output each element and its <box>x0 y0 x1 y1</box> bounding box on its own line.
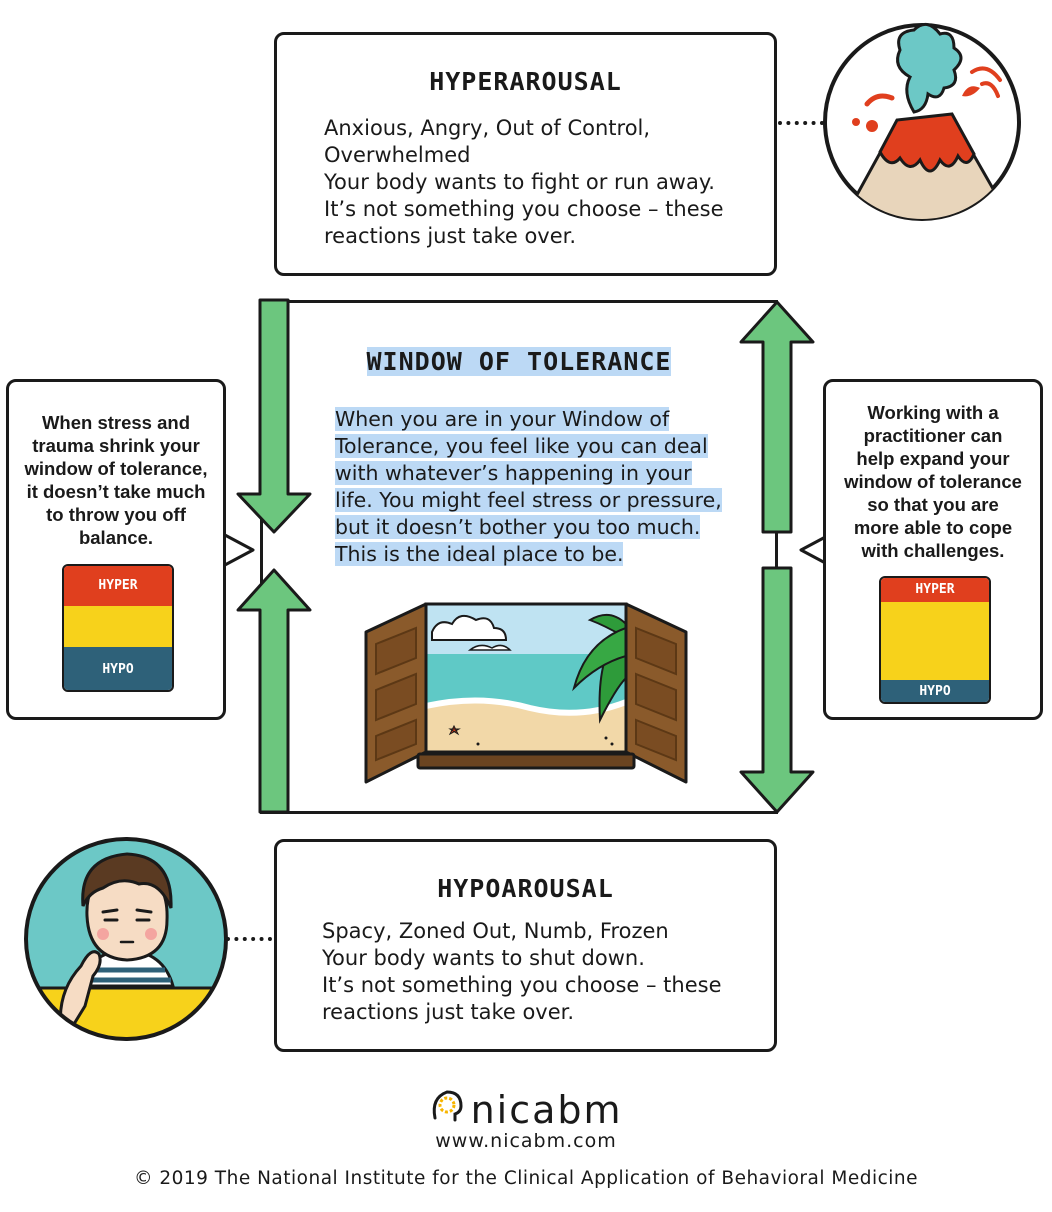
text-line: trauma shrink your <box>32 435 200 456</box>
hyperarousal-box: HYPERAROUSAL Anxious, Angry, Out of Cont… <box>274 32 777 276</box>
text-line: to throw you off <box>46 504 186 525</box>
copyright-text: © 2019 The National Institute for the Cl… <box>133 1168 919 1189</box>
text-line: with whatever’s happening in your <box>335 460 722 487</box>
window-title-text: WINDOW OF TOLERANCE <box>366 347 672 376</box>
hyperarousal-text: Anxious, Angry, Out of Control, Overwhel… <box>324 115 724 250</box>
left-note-box: When stress and trauma shrink your windo… <box>6 379 226 720</box>
meter-hyper-label: HYPER <box>98 578 138 593</box>
arrow-up-icon <box>236 568 312 814</box>
text-line: reactions just take over. <box>324 224 577 248</box>
nicabm-logo-icon <box>433 1090 463 1122</box>
text-line: Spacy, Zoned Out, Numb, Frozen <box>322 919 669 943</box>
text-line: Your body wants to fight or run away. <box>324 170 715 194</box>
hypoarousal-box: HYPOAROUSAL Spacy, Zoned Out, Numb, Froz… <box>274 839 777 1052</box>
text-line: balance. <box>78 527 154 548</box>
meter-hypo-segment: HYPO <box>881 680 989 702</box>
text-line: with challenges. <box>861 540 1005 561</box>
text-line: so that you are <box>867 494 999 515</box>
volcano-connector <box>778 121 824 125</box>
text-line: Working with a <box>867 402 999 423</box>
narrow-window-meter: HYPER HYPO <box>62 564 174 692</box>
arrow-up-icon <box>739 300 815 534</box>
text-line: practitioner can <box>863 425 1003 446</box>
left-note-text: When stress and trauma shrink your windo… <box>9 411 223 549</box>
text-line-content: life. You might feel stress or pressure, <box>335 488 722 512</box>
hyperarousal-title: HYPERAROUSAL <box>429 67 622 96</box>
text-line: It’s not something you choose – these <box>324 197 724 221</box>
text-line-content: with whatever’s happening in your <box>335 461 692 485</box>
meter-hypo-segment: HYPO <box>64 647 172 690</box>
text-line: reactions just take over. <box>322 1000 575 1024</box>
text-line-content: Tolerance, you feel like you can deal <box>335 434 708 458</box>
right-note-text: Working with a practitioner can help exp… <box>826 401 1040 562</box>
hypoarousal-text: Spacy, Zoned Out, Numb, Frozen Your body… <box>322 918 722 1026</box>
window-of-tolerance-text: When you are in your Window of Tolerance… <box>335 406 722 568</box>
meter-window-segment <box>881 602 989 680</box>
brand-name: nicabm <box>470 1088 623 1132</box>
text-line: Overwhelmed <box>324 143 471 167</box>
window-of-tolerance-box: WINDOW OF TOLERANCE When you are in your… <box>260 300 778 814</box>
window-of-tolerance-title: WINDOW OF TOLERANCE <box>263 347 775 376</box>
meter-hyper-segment: HYPER <box>64 566 172 606</box>
text-line: help expand your <box>856 448 1010 469</box>
text-line-content: This is the ideal place to be. <box>335 542 624 566</box>
person-connector <box>226 937 272 941</box>
hypoarousal-title: HYPOAROUSAL <box>437 874 614 903</box>
website-link[interactable]: www.nicabm.com <box>435 1130 617 1152</box>
volcano-icon <box>823 22 1021 221</box>
text-line: window of tolerance <box>844 471 1022 492</box>
text-line: Tolerance, you feel like you can deal <box>335 433 722 460</box>
bored-person-icon <box>24 837 228 1041</box>
text-line: This is the ideal place to be. <box>335 541 722 568</box>
text-line: Your body wants to shut down. <box>322 946 645 970</box>
wide-window-meter: HYPER HYPO <box>879 576 991 704</box>
meter-hypo-label: HYPO <box>919 684 951 699</box>
text-line-content: When you are in your Window of <box>335 407 670 431</box>
meter-hyper-label: HYPER <box>915 582 955 597</box>
text-line: life. You might feel stress or pressure, <box>335 487 722 514</box>
arrow-down-icon <box>236 298 312 534</box>
text-line: Anxious, Angry, Out of Control, <box>324 116 651 140</box>
text-line: it doesn’t take much <box>26 481 206 502</box>
meter-hyper-segment: HYPER <box>881 578 989 602</box>
right-note-box: Working with a practitioner can help exp… <box>823 379 1043 720</box>
text-line: When stress and <box>41 412 191 433</box>
meter-window-segment <box>64 606 172 647</box>
text-line: When you are in your Window of <box>335 406 722 433</box>
meter-hypo-label: HYPO <box>102 662 134 677</box>
arrow-down-icon <box>739 566 815 814</box>
text-line: more able to cope <box>853 517 1013 538</box>
text-line: window of tolerance, <box>24 458 208 479</box>
text-line: but it doesn’t bother you too much. <box>335 514 722 541</box>
beach-window-icon <box>364 602 688 784</box>
text-line: It’s not something you choose – these <box>322 973 722 997</box>
brand-block: nicabm <box>0 1088 1052 1132</box>
text-line-content: but it doesn’t bother you too much. <box>335 515 701 539</box>
